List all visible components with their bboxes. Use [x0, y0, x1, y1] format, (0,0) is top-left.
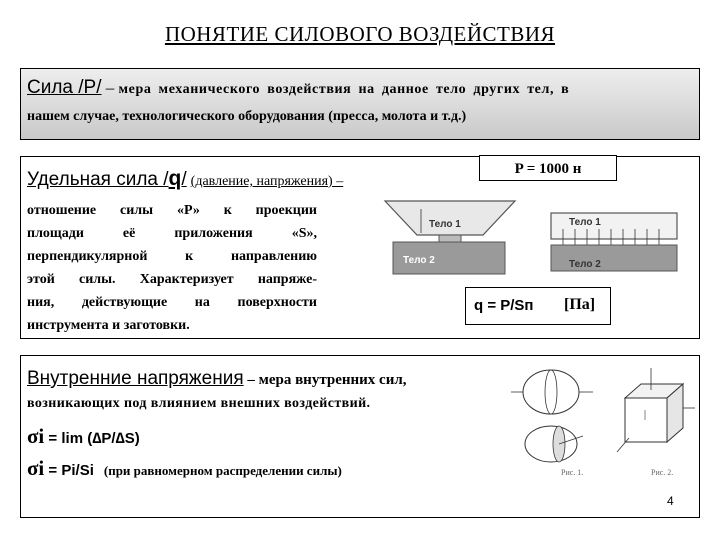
specific-close: / — [181, 169, 187, 190]
specific-formula: q = P/Sп — [474, 297, 534, 314]
internal-definition-2: возникающих под влиянием внешних воздейс… — [27, 396, 371, 411]
force-definition-1: мера механического воздействия на данное… — [118, 82, 570, 97]
section-figure — [511, 369, 593, 463]
workpiece-block — [392, 241, 506, 275]
body1-label-right: Тело 1 — [569, 217, 601, 228]
specific-force-box: Удельная сила /q/ (давление, напряжения)… — [20, 155, 700, 339]
tool-body — [383, 200, 517, 236]
internal-term: Внутренние напряжения — [27, 368, 244, 389]
body-upper — [522, 369, 580, 415]
specific-line-4: этой силы. Характеризует напряже- — [27, 272, 317, 287]
specific-term: Удельная сила / — [27, 169, 169, 190]
force-line-1: Сила /P/ – мера механического воздействи… — [27, 77, 691, 99]
internal-definition-1: – мера внутренних сил, — [243, 372, 407, 388]
specific-line-2: площади её приложения «S», — [27, 226, 317, 241]
body1-label-left: Тело 1 — [429, 219, 461, 230]
force-dash: – — [101, 78, 119, 97]
cube-side — [666, 382, 684, 444]
body2-label-left: Тело 2 — [403, 255, 435, 266]
specific-paren: (давление, напряжения) – — [190, 174, 344, 189]
force-value-box: P = 1000 н — [479, 155, 617, 181]
figure-1-caption: Рис. 1. — [561, 468, 584, 477]
specific-line-3: перпендикулярной к направлению — [27, 249, 317, 264]
formula-box: q = P/Sп [Па] — [465, 287, 611, 325]
specific-line-1: отношение силы «Р» к проекции — [27, 203, 317, 218]
force-definition-2: нашем случае, технологического оборудова… — [27, 109, 467, 124]
formula-2-expression: = Pi/Si — [44, 462, 94, 479]
specific-heading: Удельная сила /q/ (давление, напряжения)… — [27, 167, 343, 191]
page-title: ПОНЯТИЕ СИЛОВОГО ВОЗДЕЙСТВИЯ — [164, 22, 556, 46]
sigma-arrow-front — [616, 437, 630, 453]
formula-1-symbol: σi — [27, 424, 45, 448]
force-symbol: /P/ — [78, 77, 102, 98]
internal-stress-box: Внутренние напряжения – мера внутренних … — [20, 355, 700, 518]
stress-cube-figure — [616, 368, 695, 453]
specific-description: отношение силы «Р» к проекции площади её… — [27, 199, 317, 337]
cube-front — [624, 397, 668, 443]
specific-symbol: q — [168, 167, 182, 190]
body-lower — [524, 425, 578, 463]
punch-diagram — [383, 200, 517, 275]
stress-vector — [558, 435, 584, 445]
figure-2-caption: Рис. 2. — [651, 468, 674, 477]
formula-2-note: (при равномерном распределении силы) — [103, 463, 342, 478]
section-plane-upper — [544, 369, 558, 415]
page-number: 4 — [667, 494, 674, 508]
tool-tip — [438, 234, 462, 243]
specific-unit: [Па] — [564, 296, 596, 313]
specific-line-6: инструмента и заготовки. — [27, 318, 190, 333]
body2-label-right: Тело 2 — [569, 259, 601, 270]
formula-2: σi = Pi/Si (при равномерном распределени… — [27, 456, 342, 481]
formula-1-expression: = lim (∆P/∆S) — [44, 430, 140, 447]
base-block — [550, 244, 678, 272]
internal-line-1: Внутренние напряжения – мера внутренних … — [27, 368, 407, 390]
force-definition-box: Сила /P/ – мера механического воздействи… — [20, 68, 700, 140]
plate-diagram — [550, 212, 678, 272]
formula-1: σi = lim (∆P/∆S) — [27, 424, 140, 449]
pressure-arrows — [562, 229, 660, 245]
specific-line-5: ния, действующие на поверхности — [27, 295, 317, 310]
force-term: Сила — [27, 77, 79, 98]
plate-body — [550, 212, 678, 240]
formula-2-symbol: σi — [27, 456, 45, 480]
